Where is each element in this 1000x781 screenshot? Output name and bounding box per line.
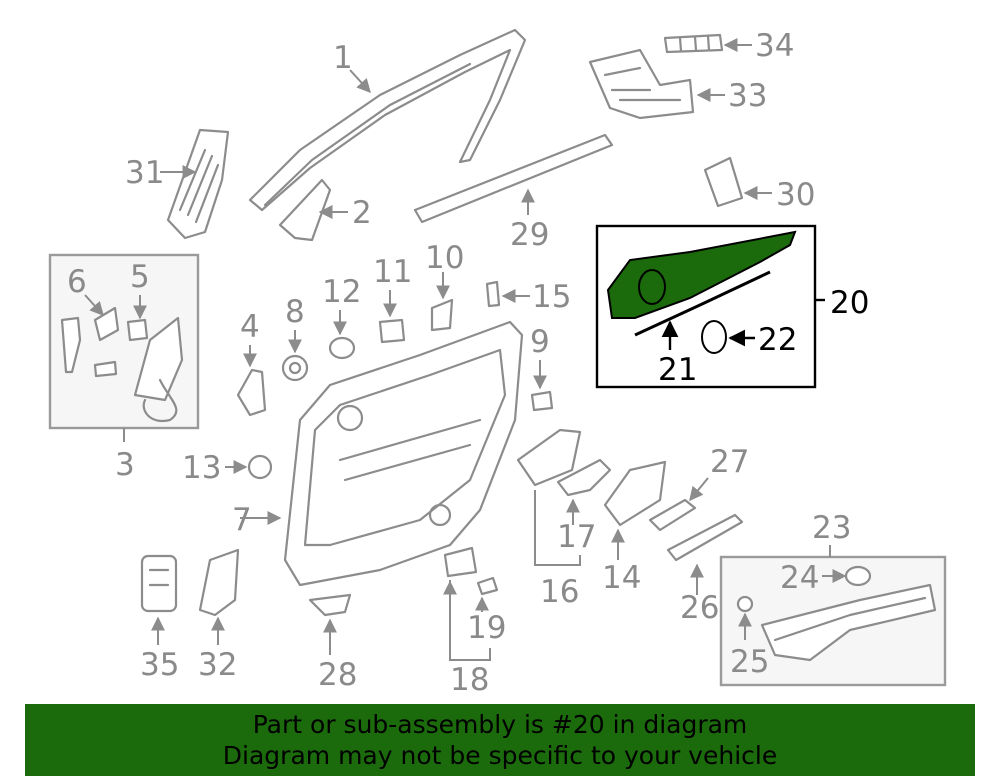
label-13: 13 [182,450,221,486]
part-22-ring[interactable] [701,320,727,354]
label-29: 29 [510,217,549,253]
part-9-clip[interactable]: 9 [530,324,554,412]
label-27: 27 [710,444,749,480]
part-34-switch[interactable]: 34 [663,28,794,64]
part-15-stud[interactable]: 15 [485,279,571,315]
label-1: 1 [333,40,353,76]
label-6: 6 [67,264,87,300]
label-33: 33 [728,78,767,114]
label-31: 31 [125,155,164,191]
info-banner: Part or sub-assembly is #20 in diagram D… [25,704,975,776]
label-5: 5 [130,259,150,295]
part-26-trim[interactable]: 26 [666,513,744,626]
label-30: 30 [776,177,815,213]
part-27-switch[interactable]: 27 [648,444,749,532]
part-16-17-handle-assembly[interactable]: 17 16 [516,428,612,610]
label-22: 22 [758,322,797,358]
part-10-pad[interactable]: 10 [425,240,464,332]
label-4: 4 [240,309,260,345]
label-10: 10 [425,240,464,276]
label-2: 2 [352,195,372,231]
parts-diagram: 1 2 31 29 33 34 30 [48,28,947,698]
part-14-handle[interactable]: 14 [602,460,667,596]
label-18: 18 [450,662,489,698]
part-31-switch-panel[interactable]: 31 [125,128,230,240]
part-13-plug[interactable]: 13 [182,450,273,486]
part-21-strip[interactable] [634,270,771,337]
label-20: 20 [830,285,869,321]
part-11-clip[interactable]: 11 [373,254,412,344]
label-34: 34 [755,28,794,64]
part-20-trim-panel[interactable] [606,230,797,319]
part-2-trim[interactable]: 2 [278,178,372,242]
banner-line-1: Part or sub-assembly is #20 in diagram [252,710,748,739]
label-3: 3 [115,447,135,483]
banner-line-2: Diagram may not be specific to your vehi… [222,741,778,770]
part-18-19-assembly[interactable]: 19 18 [443,546,506,698]
part-4-bracket[interactable]: 4 [236,309,267,417]
part-20-highlight-box[interactable]: 21 22 20 [595,224,869,389]
label-7: 7 [232,502,252,538]
part-28-bracket[interactable]: 28 [308,593,357,693]
part-7-door-panel[interactable]: 7 [232,320,524,587]
part-32-switch[interactable]: 32 [198,548,240,683]
label-8: 8 [285,294,305,330]
label-12: 12 [322,274,361,310]
part-33-bezel[interactable]: 33 [588,48,767,120]
part-1-window-frame[interactable]: 1 [248,28,527,212]
label-19: 19 [467,610,506,646]
label-32: 32 [198,647,237,683]
part-12-clip[interactable]: 12 [322,274,361,360]
part-3-group-box[interactable]: 6 5 3 [48,253,200,483]
label-28: 28 [318,657,357,693]
label-16: 16 [540,574,579,610]
part-8-grommet[interactable]: 8 [281,294,309,382]
part-29-molding[interactable]: 29 [413,133,614,253]
label-21: 21 [658,352,697,388]
speaker-grille-icon [638,269,666,305]
label-23: 23 [812,510,851,546]
label-26: 26 [680,590,719,626]
label-11: 11 [373,254,412,290]
label-35: 35 [140,647,179,683]
label-9: 9 [530,324,550,360]
part-23-group-box[interactable]: 24 25 23 [719,510,947,687]
part-30-cover[interactable]: 30 [703,156,815,213]
label-15: 15 [532,279,571,315]
label-14: 14 [602,560,641,596]
part-35-switch[interactable]: 35 [140,554,179,683]
label-24: 24 [780,560,819,596]
label-25: 25 [730,644,769,680]
label-17: 17 [557,519,596,555]
